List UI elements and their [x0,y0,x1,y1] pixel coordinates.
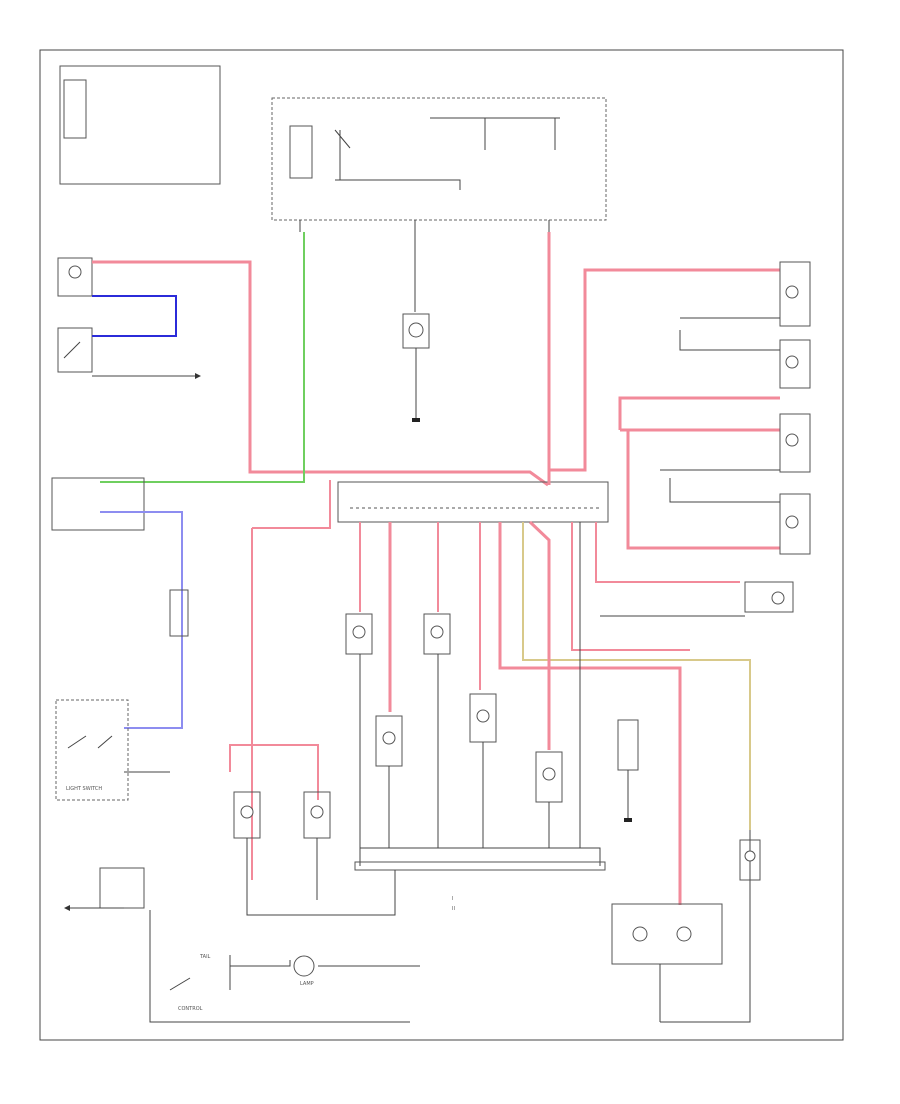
bulb-icon [632,926,648,942]
fuse-relay-box [271,97,607,221]
marker-i: I [452,896,453,902]
bulb-icon [240,805,254,819]
right-lamp-4-box [779,493,811,555]
lamp-label: LAMP [300,981,314,987]
drop-7 [571,522,690,651]
bulb-icon [476,709,490,723]
wire-right-ground-2 [660,469,780,503]
arrow-icon [64,905,70,911]
bulb-icon [542,767,556,781]
ground-icon [412,418,420,422]
bottom-right-box [611,903,723,965]
control-label: CONTROL [178,1006,203,1012]
ground-connector [354,861,606,871]
wire-red-junction-left [252,480,331,529]
arrow-icon [195,373,201,379]
wire-bottom-control [149,910,410,1023]
wire-red-upper-right [583,268,780,415]
bulb-icon [744,850,756,862]
wire-green [100,232,305,483]
wire-red-lower-right [626,430,780,550]
wire-red-left [92,260,549,487]
bulb-icon [293,955,315,977]
lamp-unit-2 [423,613,451,655]
bulb-icon [352,625,366,639]
wire-red-lower-lamps [229,744,319,800]
bulb-icon [771,591,785,605]
bulb-icon [310,805,324,819]
lamp-unit-1 [345,613,373,655]
wire-blue-left [92,295,177,337]
right-lamp-2-box [779,339,811,389]
wire-right-ground-1 [679,317,780,351]
fuse-icon [169,589,189,637]
fuse-icon [289,125,313,179]
tail-light-relay-box [51,477,145,531]
marker-ii: II [452,906,455,912]
drop-yellow [522,522,751,830]
switch-icon [169,977,191,991]
ground-icon [624,818,632,822]
bulb-icon [785,515,799,529]
power-source-box [59,65,221,185]
switch-icon [63,341,81,359]
drop-5 [498,522,682,905]
bulb-icon [68,265,82,279]
wire-bottom-right [659,830,751,1023]
right-lamp-5-box [739,839,761,881]
relay-icon [334,117,560,190]
fuse-block [63,79,87,139]
dimmer-box [99,867,145,909]
bulb-icon [408,322,424,338]
bulb-icon [676,926,692,942]
light-switch-box [55,699,129,801]
wire-blue-right [100,511,183,729]
wire-red-mid-right [618,396,780,430]
switch-icon [67,735,113,749]
wire-gray-lower [246,838,396,916]
instrument-cluster-box [744,581,794,613]
wire-red-cluster [595,522,740,583]
bulb-icon [382,731,396,745]
right-lamp-1-box [779,261,811,327]
wire-red-connector [549,415,587,472]
bulb-icon [785,433,799,447]
right-fuse-box [617,719,639,771]
bulb-icon [785,285,799,299]
diagram-frame [39,49,844,1041]
light-switch-label: LIGHT SWITCH [66,786,102,792]
tail-label: TAIL [199,954,211,960]
right-lamp-3-box [779,413,811,473]
door-switch-box [57,327,93,373]
junction-connector [337,481,609,523]
bulb-icon [785,355,799,369]
wire-bottom-lamp [229,955,420,990]
lamp-switch-box [57,257,93,297]
bulb-icon [430,625,444,639]
drop-6 [528,520,551,750]
ground-bus-upper [359,522,601,866]
